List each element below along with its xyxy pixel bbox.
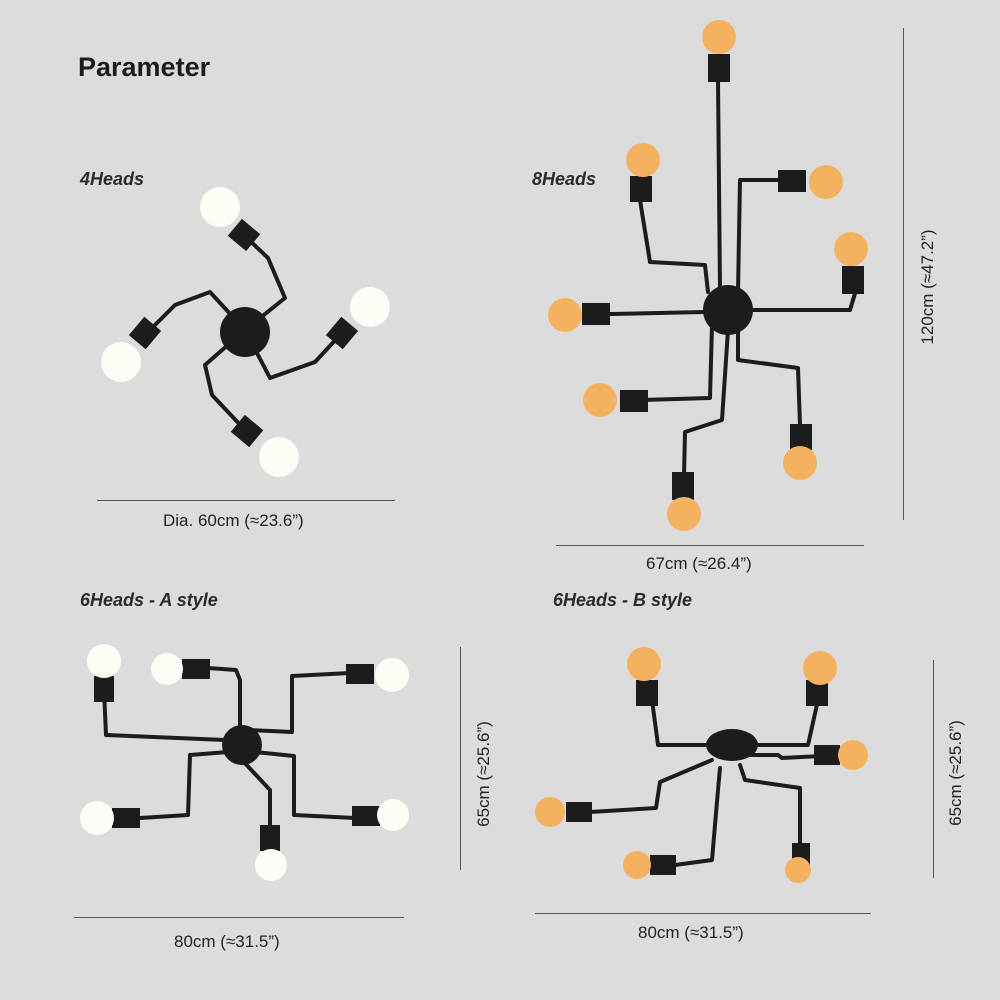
height-dimension-line-6heads-a bbox=[460, 647, 461, 870]
variant-label-6heads-b: 6Heads - B style bbox=[553, 590, 693, 610]
width-dimension-line-6heads-a bbox=[74, 917, 404, 918]
page-title: Parameter bbox=[78, 52, 211, 82]
width-dimension-line-8heads bbox=[556, 545, 864, 546]
width-dimension-8heads: 67cm (≈26.4”) bbox=[646, 554, 752, 573]
height-dimension-line-8heads bbox=[903, 28, 904, 520]
width-dimension-line-6heads-b bbox=[535, 913, 871, 914]
height-dimension-line-6heads-b bbox=[933, 660, 934, 878]
variant-label-6heads-a: 6Heads - A style bbox=[80, 590, 218, 610]
variant-label-8heads: 8Heads bbox=[532, 169, 597, 189]
height-dimension-6heads-b: 65cm (≈25.6”) bbox=[946, 720, 965, 826]
width-dimension-6heads-b: 80cm (≈31.5”) bbox=[638, 923, 744, 942]
width-dimension-6heads-a: 80cm (≈31.5”) bbox=[174, 932, 280, 951]
variant-label-4heads: 4Heads bbox=[80, 169, 145, 189]
width-dimension-4heads: Dia. 60cm (≈23.6”) bbox=[163, 511, 304, 530]
width-dimension-line-4heads bbox=[97, 500, 395, 501]
